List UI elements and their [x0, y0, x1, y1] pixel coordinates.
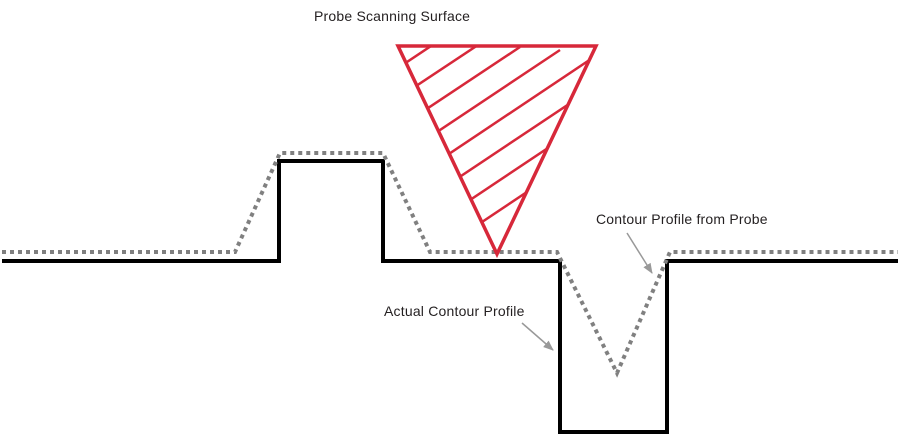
actual-profile-leader-arrow [521, 322, 554, 351]
probe-contour-profile-line [2, 151, 898, 378]
probe-scanning-surface-label: Probe Scanning Surface [314, 8, 471, 24]
probe-contour-profile-label: Contour Profile from Probe [596, 211, 768, 227]
probe-tip-icon [395, 44, 599, 259]
probe-profile-leader-arrow [626, 232, 653, 274]
actual-contour-profile-label: Actual Contour Profile [384, 303, 525, 319]
actual-contour-profile-line [2, 159, 898, 434]
